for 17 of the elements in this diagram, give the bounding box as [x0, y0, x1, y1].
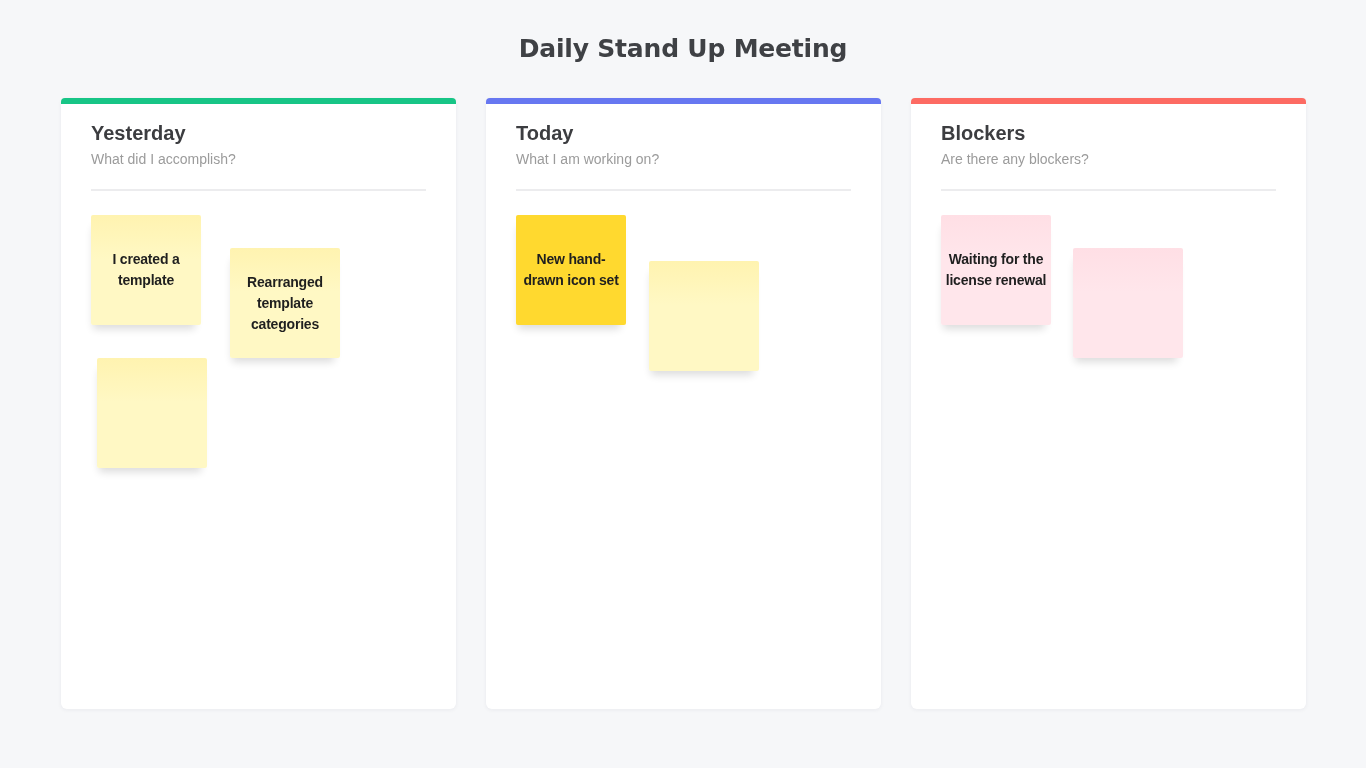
column-heading: Yesterday	[91, 121, 186, 145]
sticky-note	[97, 358, 207, 468]
sticky-note: Waiting for the license renewal	[941, 215, 1051, 325]
column-heading: Blockers	[941, 121, 1026, 145]
sticky-note	[649, 261, 759, 371]
column-subtitle: What I am working on?	[516, 150, 660, 168]
sticky-note: New hand-drawn icon set	[516, 215, 626, 325]
column-card	[911, 98, 1306, 709]
sticky-note: Rearranged template categories	[230, 248, 340, 358]
column-card	[61, 98, 456, 709]
column-subtitle: Are there any blockers?	[941, 150, 1089, 168]
column-heading: Today	[516, 121, 574, 145]
sticky-note	[1073, 248, 1183, 358]
sticky-note: I created a template	[91, 215, 201, 325]
column-subtitle: What did I accomplish?	[91, 150, 236, 168]
page-title: Daily Stand Up Meeting	[518, 33, 848, 65]
column-card	[486, 98, 881, 709]
